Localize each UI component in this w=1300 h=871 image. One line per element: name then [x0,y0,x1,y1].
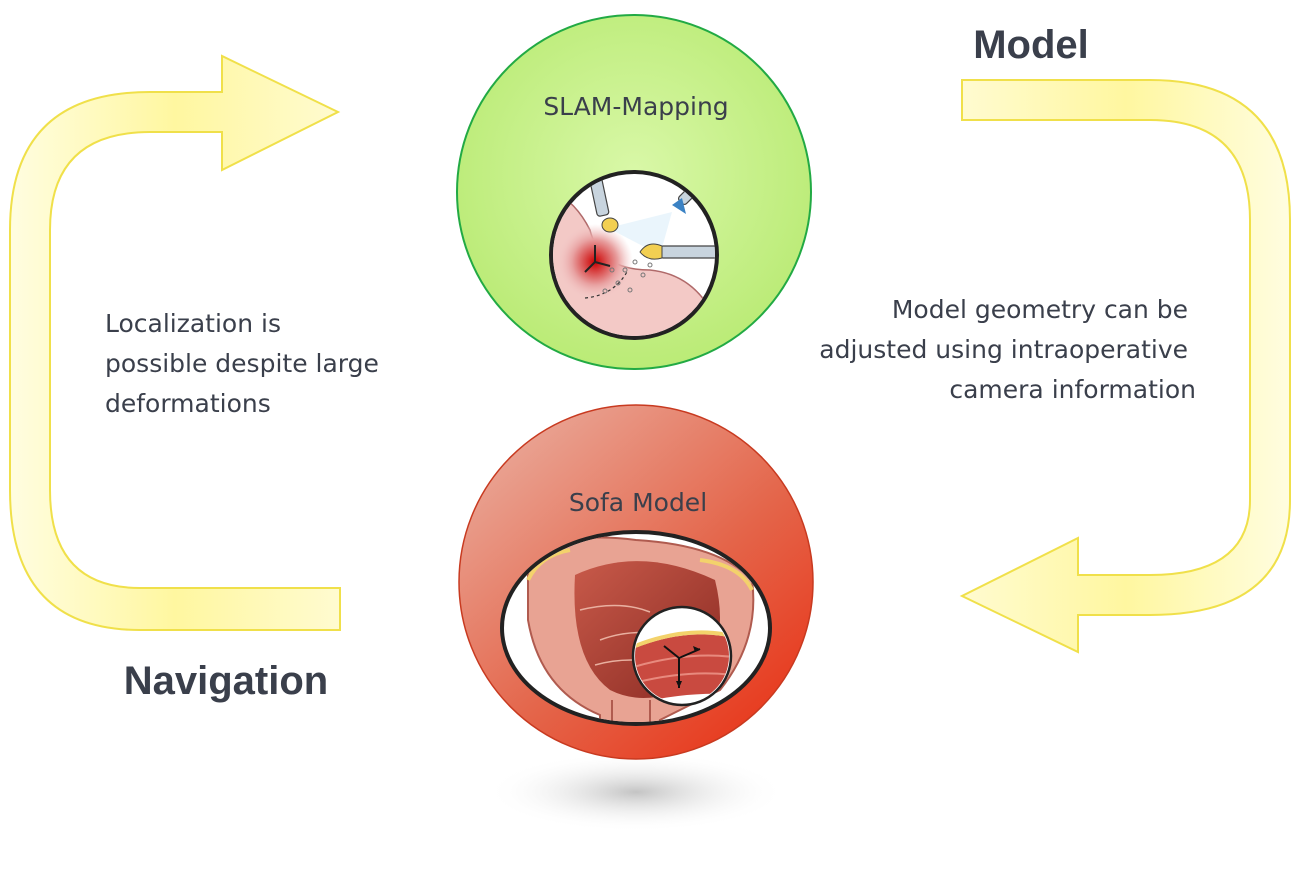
right-caption-line: adjusted using intraoperative [819,335,1188,364]
sofa-model-node: Sofa Model [458,404,814,832]
slam-illustration [549,170,719,340]
slam-mapping-node: SLAM-Mapping [456,14,812,370]
slam-mapping-title: SLAM-Mapping [543,92,728,121]
left-caption-line: deformations [105,389,271,418]
left-caption-line: possible despite large [105,349,379,378]
sofa-illustration [500,530,772,726]
left-cycle-arrow [9,54,341,631]
right-caption-line: Model geometry can be [892,295,1188,324]
sofa-model-title: Sofa Model [569,488,707,517]
right-cycle-arrow [959,79,1291,654]
navigation-heading: Navigation [124,659,328,703]
left-caption-line: Localization is [105,309,281,338]
model-heading: Model [973,23,1089,67]
sofa-model-shadow [486,752,786,832]
right-caption: Model geometry can be adjusted using int… [819,295,1196,404]
right-caption-line: camera information [949,375,1196,404]
left-caption: Localization is possible despite large d… [105,309,387,418]
